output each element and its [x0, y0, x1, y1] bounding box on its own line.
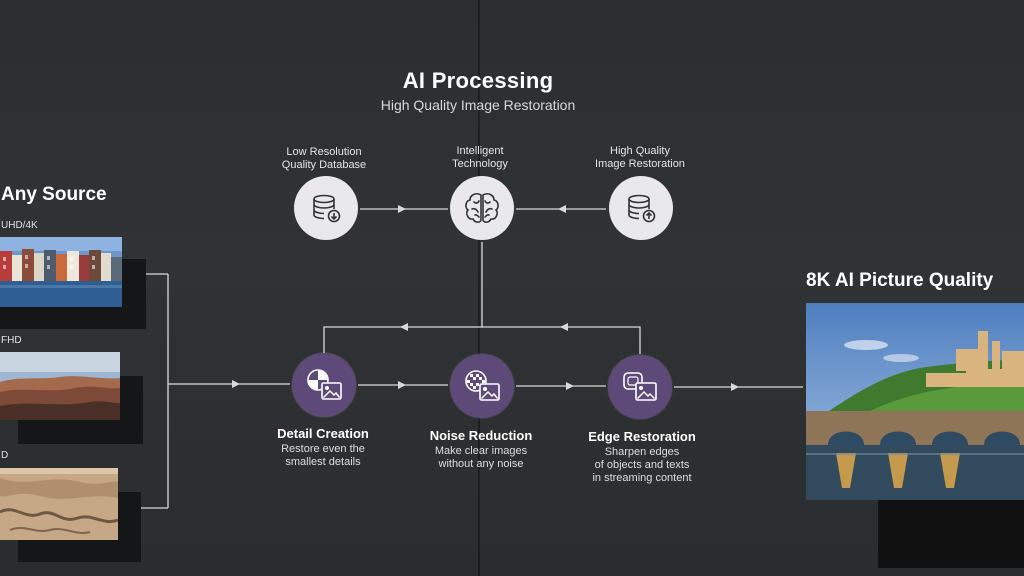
arrowhead	[232, 380, 240, 388]
output-screen-base	[878, 498, 1024, 568]
node-noise-reduction	[450, 354, 514, 418]
source-image-fhd	[0, 352, 120, 420]
output-image-8k	[806, 303, 1024, 500]
arrowhead	[398, 205, 406, 213]
source-title: Any Source	[1, 184, 107, 205]
node-edge-restoration	[608, 355, 672, 419]
node-detail-creation	[292, 353, 356, 417]
noise-reduction-icon	[465, 370, 500, 401]
resolution-label-uhd: UHD/4K	[1, 220, 38, 231]
diagram-title: AI Processing	[402, 68, 554, 93]
source-image-uhd	[0, 237, 122, 307]
database-upload-icon	[628, 194, 656, 223]
node-low-resolution-database	[294, 176, 358, 240]
resolution-label-sd: D	[1, 450, 9, 461]
resolution-label-fhd: FHD	[1, 335, 22, 346]
process-title-detail-creation: Detail Creation	[277, 426, 369, 441]
diagram-subtitle: High Quality Image Restoration	[380, 97, 576, 113]
detail-creation-icon	[307, 369, 342, 400]
line-feedback-loop	[323, 326, 641, 354]
arrowhead	[398, 381, 406, 389]
node-high-quality-restoration	[609, 176, 673, 240]
node-intelligent-technology	[450, 176, 514, 240]
arrowhead	[560, 323, 568, 331]
arrowhead	[566, 382, 574, 390]
arrowhead	[558, 205, 566, 213]
panel-seam	[478, 0, 480, 576]
source-image-sd	[0, 468, 118, 540]
brain-icon	[465, 193, 499, 223]
edge-restoration-icon	[623, 372, 657, 401]
arrowhead	[731, 383, 739, 391]
output-title: 8K AI Picture Quality	[806, 270, 994, 291]
process-title-edge-restoration: Edge Restoration	[588, 429, 696, 444]
arrowhead	[400, 323, 408, 331]
database-download-icon	[313, 194, 341, 223]
process-title-noise-reduction: Noise Reduction	[429, 428, 533, 443]
